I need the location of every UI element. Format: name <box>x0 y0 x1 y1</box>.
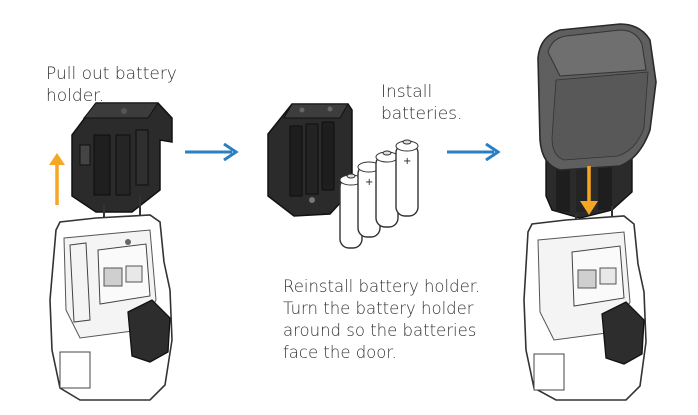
arrow-right-icon <box>185 142 239 162</box>
caption-line: Pull out battery <box>46 64 177 84</box>
svg-text:+: + <box>403 156 411 167</box>
battery-holder-pulled <box>71 102 173 213</box>
caption-line: Turn the battery holder <box>283 299 474 318</box>
batteries-aa: + + <box>339 139 419 249</box>
svg-text:+: + <box>365 177 373 188</box>
battery <box>375 150 399 228</box>
caption-line: holder. <box>46 86 104 106</box>
arrow-up-icon <box>49 153 65 205</box>
lock-step1 <box>49 102 173 401</box>
caption-line: Install <box>381 82 433 102</box>
lock-step3 <box>523 23 657 401</box>
battery: + <box>357 161 381 238</box>
battery: + <box>395 139 419 217</box>
caption-line: face the door. <box>283 343 397 362</box>
caption-line: batteries. <box>381 104 463 124</box>
battery-cover <box>537 23 657 171</box>
battery-holder-empty <box>267 103 353 217</box>
caption-pull-out-holder: Pull out battery holder. <box>46 63 177 107</box>
caption-install-batteries: Install batteries. <box>381 81 462 125</box>
caption-reinstall-holder: Reinstall battery holder. Turn the batte… <box>283 276 480 364</box>
caption-line: around so the batteries <box>283 321 477 340</box>
caption-line: Reinstall battery holder. <box>283 277 481 296</box>
arrow-right-icon <box>447 142 501 162</box>
arrow-down-icon <box>580 166 598 215</box>
